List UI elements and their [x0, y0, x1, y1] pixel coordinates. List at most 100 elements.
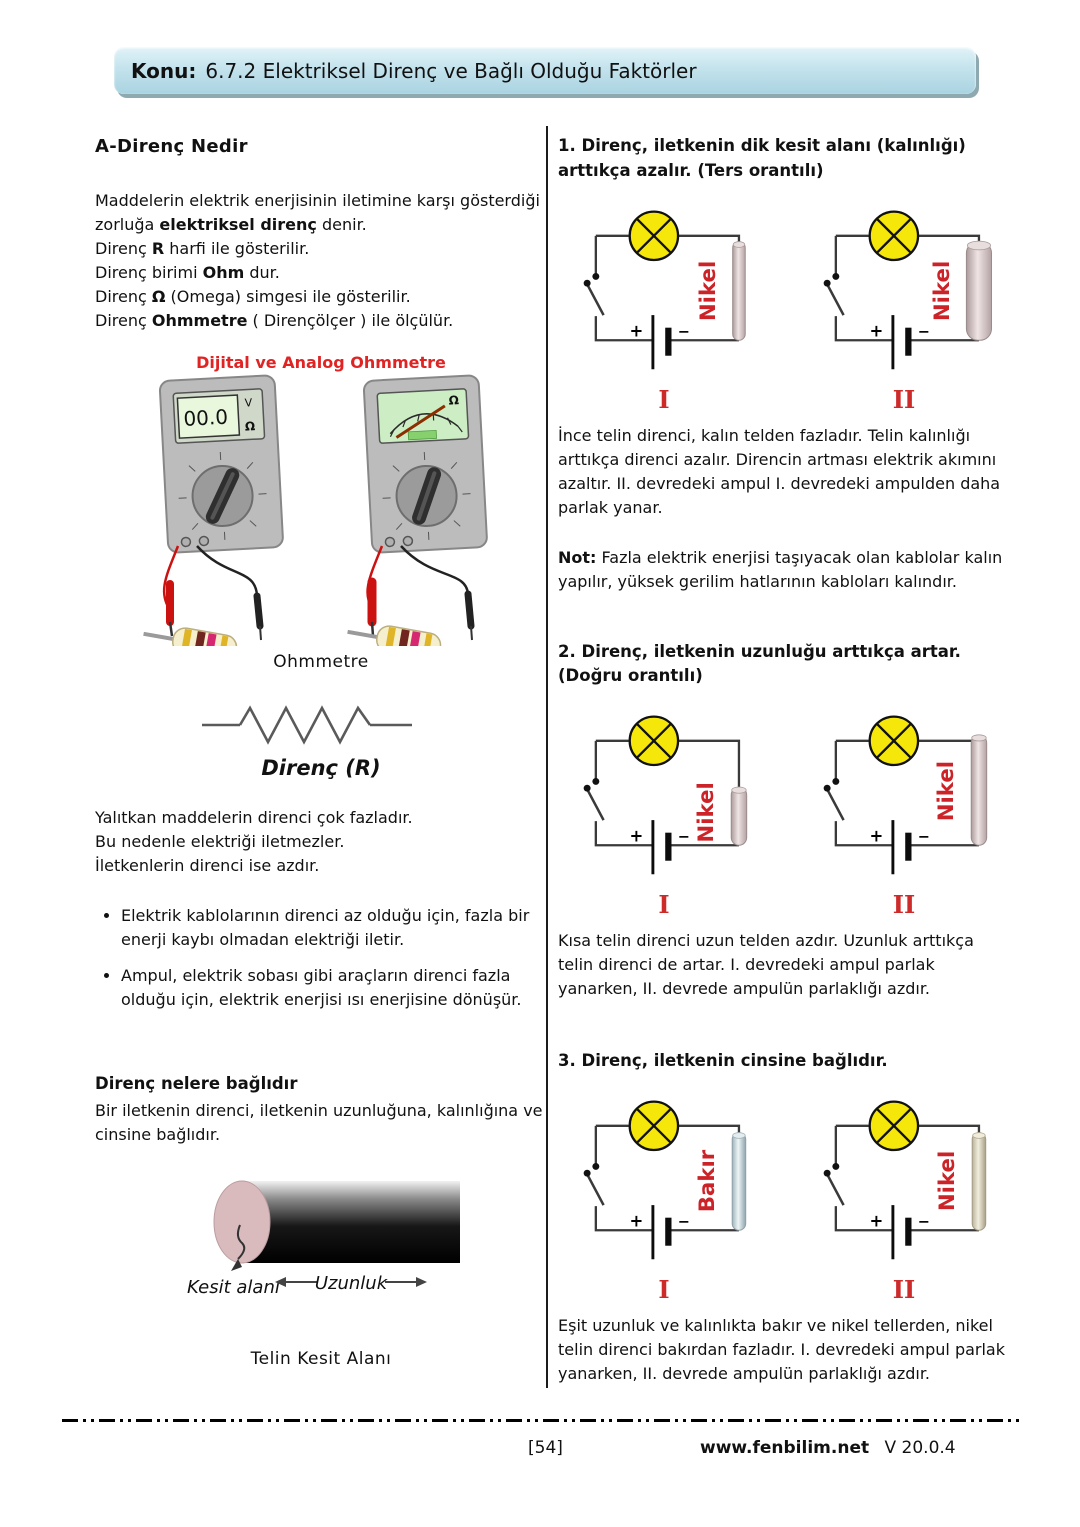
svg-text:+: + — [629, 321, 643, 340]
version-label: V 20.0.4 — [884, 1438, 956, 1458]
svg-text:−: − — [917, 829, 929, 845]
wires — [585, 1124, 740, 1232]
wires — [585, 234, 740, 341]
bullet-list: Elektrik kablolarının direnci az olduğu … — [95, 904, 547, 1012]
resistor — [143, 627, 274, 662]
black-probe — [400, 545, 475, 641]
section-3: 3. Direnç, iletkenin cinsine bağlıdır. — [558, 1049, 1010, 1386]
circuits-row: + − Nikel I — [558, 701, 1010, 917]
section-3-heading: 3. Direnç, iletkenin cinsine bağlıdır. — [558, 1051, 888, 1070]
circuit-diagram: + − Nikel — [823, 1100, 986, 1260]
wire-sample — [970, 734, 987, 846]
wire-sample — [971, 1131, 986, 1231]
dashed-divider — [62, 1419, 1020, 1422]
circuits-row: + − Nikel I — [558, 196, 1010, 412]
section-1: 1. Direnç, iletkenin dik kesit alanı (ka… — [558, 134, 1010, 594]
volt-unit: V — [244, 396, 253, 409]
circuit-numeral: II — [892, 1274, 916, 1304]
wire-sample — [730, 786, 747, 846]
section-3-body: Eşit uzunluk ve kalınlıkta bakır ve nike… — [558, 1315, 1005, 1383]
switch-icon — [823, 1162, 839, 1177]
ohm-unit: Ω — [448, 393, 459, 408]
wire-label: Bakır — [694, 1149, 719, 1212]
probe-jack — [180, 536, 192, 548]
bullet-item: Ampul, elektrik sobası gibi araçların di… — [121, 964, 547, 1012]
cross-section-caption: Telin Kesit Alanı — [250, 1349, 392, 1369]
switch-icon — [583, 272, 599, 287]
lamp-icon — [628, 209, 679, 261]
svg-text:+: + — [869, 1211, 883, 1230]
length-arrows — [275, 1277, 427, 1287]
probe-jack — [198, 535, 210, 547]
circuit-diagram: + − Nikel — [583, 715, 747, 875]
circuit-numeral: I — [658, 384, 670, 414]
topic-title: 6.7.2 Elektriksel Direnç ve Bağlı Olduğu… — [205, 58, 697, 83]
black-probe — [196, 545, 264, 641]
note-label: Not: — [558, 547, 597, 567]
svg-text:−: − — [917, 324, 929, 340]
section-1-heading: 1. Direnç, iletkenin dik kesit alanı (ka… — [558, 136, 966, 180]
resistor-symbol-icon — [202, 705, 412, 745]
svg-text:+: + — [629, 826, 643, 845]
depends-title: Direnç nelere bağlıdır — [95, 1074, 298, 1093]
left-column: A-Direnç Nedir Maddelerin elektrik enerj… — [95, 128, 547, 1369]
meter-needle — [395, 404, 446, 439]
wire-label: Nikel — [934, 1150, 959, 1210]
section-2-body: Kısa telin direnci uzun telden azdır. Uz… — [558, 931, 974, 998]
intro-line: Maddelerin elektrik enerjisinin iletimin… — [95, 191, 540, 234]
wires — [585, 739, 740, 847]
wire-sample — [965, 240, 992, 341]
bullet-item: Elektrik kablolarının direnci az olduğu … — [121, 904, 547, 952]
switch-icon — [823, 272, 839, 287]
selector-dial — [178, 451, 267, 540]
analog-screen — [376, 388, 470, 444]
section-1-body: İnce telin direnci, kalın telden fazladı… — [558, 425, 1001, 517]
wire-label: Nikel — [695, 260, 720, 320]
red-probe — [162, 545, 180, 637]
footer-site: www.fenbilim.net V 20.0.4 — [700, 1438, 956, 1458]
insulator-line: İletkenlerin direnci ise azdır. — [95, 856, 320, 875]
switch-icon — [583, 1162, 599, 1177]
ohmmeter-caption: Ohmmetre — [273, 652, 369, 672]
circuit-numeral: I — [658, 890, 670, 919]
note-text: Fazla elektrik enerjisi taşıyacak olan k… — [558, 547, 1003, 591]
circuit-diagram: + − Nikel — [823, 715, 987, 875]
wires — [825, 234, 980, 341]
wire-label: Nikel — [693, 782, 718, 842]
battery-icon: + − — [629, 314, 689, 369]
topic-header: Konu: 6.7.2 Elektriksel Direnç ve Bağlı … — [114, 47, 976, 94]
wire-sample — [731, 240, 746, 341]
svg-text:−: − — [677, 324, 689, 340]
insulator-line: Yalıtkan maddelerin direnci çok fazladır… — [95, 808, 413, 827]
switch-icon — [583, 777, 599, 792]
svg-text:+: + — [629, 1211, 643, 1230]
svg-text:−: − — [917, 1214, 929, 1230]
circuit-numeral: II — [892, 890, 916, 919]
battery-icon: + − — [629, 820, 689, 875]
section-2: 2. Direnç, iletkenin uzunluğu arttıkça a… — [558, 640, 1010, 1002]
circuit-numeral: II — [892, 384, 916, 414]
resistor — [347, 625, 478, 660]
wire-sample — [731, 1131, 746, 1231]
lamp-icon — [628, 1100, 679, 1151]
circuit-diagram: + − Bakır — [583, 1100, 746, 1260]
insulator-line: Bu nedenle elektriği iletmezler. — [95, 832, 345, 851]
circuit-long-wire: + − Nikel II — [800, 701, 1008, 917]
resistor-symbol-figure: Direnç (R) — [95, 698, 547, 780]
svg-text:−: − — [677, 829, 689, 845]
circuit-diagram: + − Nikel — [583, 209, 746, 369]
wires — [825, 1124, 980, 1232]
wire-cross-section-illustration: Kesit alanı Uzunluk — [187, 1180, 460, 1298]
battery-icon: + − — [629, 1204, 689, 1260]
digital-reading: 00.0 — [183, 405, 229, 431]
red-probe — [366, 545, 384, 637]
section-1-note: Not: Fazla elektrik enerjisi taşıyacak o… — [558, 546, 1010, 594]
battery-icon: + − — [869, 820, 929, 875]
circuit-short-wire: + − Nikel I — [560, 701, 768, 917]
analog-ohmmeter: Ω — [347, 374, 488, 660]
circuit-thick-wire: + − Nikel II — [800, 196, 1008, 412]
ohmmeter-illustration: 00.0 V Ω — [143, 374, 488, 662]
intro-paragraph: Maddelerin elektrik enerjisinin iletimin… — [95, 189, 547, 333]
circuit-numeral: I — [658, 1274, 670, 1304]
